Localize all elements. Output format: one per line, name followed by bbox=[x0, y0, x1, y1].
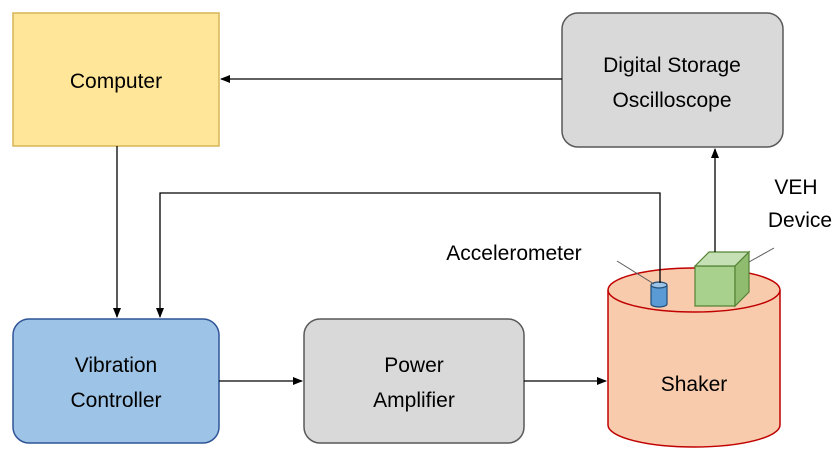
oscilloscope-box bbox=[561, 12, 784, 148]
vibration-controller-node: Vibration Controller bbox=[12, 318, 220, 444]
vibration-controller-label-line1: Vibration bbox=[75, 354, 158, 377]
veh-device-label-line1: VEH bbox=[774, 176, 817, 199]
power-amplifier-label-line2: Amplifier bbox=[373, 389, 455, 412]
accelerometer-body bbox=[650, 285, 668, 308]
shaker-label: Shaker bbox=[661, 373, 728, 396]
shaker-node: Shaker bbox=[607, 267, 781, 448]
veh-device-side bbox=[734, 250, 750, 308]
accelerometer-label: Accelerometer bbox=[446, 242, 581, 265]
vibration-controller-label-line2: Controller bbox=[70, 389, 161, 412]
accelerometer-top bbox=[650, 281, 668, 289]
accelerometer-node: Accelerometer bbox=[446, 242, 668, 308]
power-amplifier-label-line1: Power bbox=[384, 354, 444, 377]
shaker-top bbox=[607, 267, 781, 313]
shaker-body bbox=[607, 290, 781, 448]
oscilloscope-node: Digital Storage Oscilloscope bbox=[561, 12, 784, 148]
vibration-controller-box bbox=[12, 318, 220, 444]
oscilloscope-label-line1: Digital Storage bbox=[603, 54, 741, 77]
oscilloscope-label-line2: Oscilloscope bbox=[612, 89, 731, 112]
power-amplifier-box bbox=[303, 318, 525, 444]
computer-node: Computer bbox=[12, 12, 220, 147]
accelerometer-callout-line bbox=[616, 260, 655, 285]
connectors bbox=[113, 75, 719, 385]
computer-label: Computer bbox=[70, 70, 162, 93]
veh-device-node: VEH Device bbox=[693, 176, 832, 308]
veh-device-label-line2: Device bbox=[768, 209, 832, 232]
arrow-accelerometer-to-controller bbox=[156, 192, 661, 318]
computer-box bbox=[12, 12, 220, 147]
power-amplifier-node: Power Amplifier bbox=[303, 318, 525, 444]
veh-device-callout-line bbox=[748, 247, 775, 263]
veh-device-front bbox=[694, 265, 736, 307]
